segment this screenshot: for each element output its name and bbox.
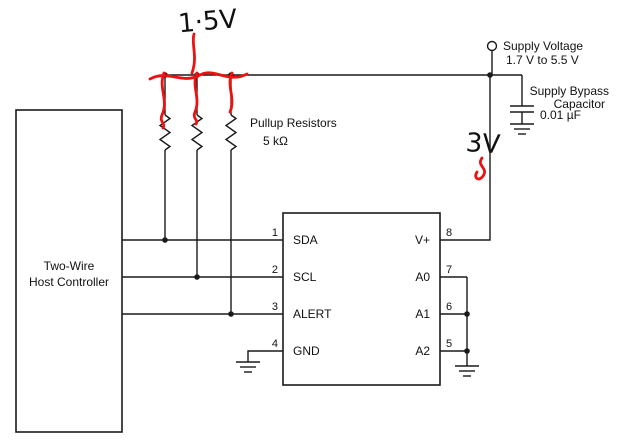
supply-range: 1.7 V to 5.5 V (506, 53, 579, 67)
annotation-top-voltage: 1·5V (177, 4, 239, 39)
annotation-stroke-vplus (474, 156, 486, 181)
pin-number-5: 5 (446, 338, 452, 350)
annotation-vplus-voltage: 3V (465, 128, 502, 160)
pin-number-6: 6 (446, 301, 452, 313)
junction-dot (228, 311, 234, 317)
pin-number-4: 4 (272, 338, 278, 350)
annotation-stroke-r2 (192, 71, 199, 126)
pin-number-7: 7 (446, 264, 452, 276)
resistor2-icon (190, 114, 204, 151)
ground-icon-address (455, 365, 479, 377)
pullup-label: Pullup Resistors (250, 116, 337, 130)
annotation-stroke-r3 (228, 71, 234, 114)
host-controller-box (15, 109, 123, 433)
pin-label-a0: A0 (415, 270, 430, 284)
supply-title: Supply Voltage (503, 39, 583, 53)
red-annotation-group: 1·5V 3V (148, 4, 502, 181)
host-label-line2: Host Controller (29, 275, 109, 289)
junction-dot (464, 348, 470, 354)
cap-label-line2: Capacitor (554, 97, 605, 111)
label-group: Two-Wire Host Controller SDA SCL ALERT G… (29, 39, 609, 358)
cap-value: 0.01 µF (540, 108, 581, 122)
ic-box (282, 212, 441, 386)
annotation-stroke-down (190, 32, 196, 75)
pullup-value: 5 kΩ (263, 134, 288, 148)
junction-dot (162, 237, 168, 243)
pin-number-2: 2 (272, 264, 278, 276)
pin-label-sda: SDA (293, 233, 318, 247)
pin-label-vplus: V+ (415, 233, 430, 247)
junction-dot (487, 72, 493, 78)
resistor3-icon (224, 114, 238, 151)
supply-terminal-icon (486, 40, 498, 52)
pin-label-a1: A1 (415, 307, 430, 321)
ground-icon-gnd-pin (236, 361, 260, 373)
pin-label-scl: SCL (293, 270, 317, 284)
ground-icon-cap (510, 123, 534, 135)
pin-label-gnd: GND (293, 344, 320, 358)
gnd-wire (247, 350, 283, 362)
resistor1-icon (158, 114, 172, 151)
cap-label-line1: Supply Bypass (530, 84, 609, 98)
host-label-line1: Two-Wire (44, 259, 95, 273)
junction-dot (464, 311, 470, 317)
pin-label-a2: A2 (415, 344, 430, 358)
annotation-stroke-r1 (159, 71, 166, 130)
pin-number-8: 8 (446, 227, 452, 239)
pin-number-3: 3 (272, 301, 278, 313)
junction-dot (194, 274, 200, 280)
pin-label-alert: ALERT (293, 307, 332, 321)
vplus-wire (440, 75, 491, 241)
pin-number-1: 1 (272, 227, 278, 239)
capacitor-icon (510, 105, 534, 113)
